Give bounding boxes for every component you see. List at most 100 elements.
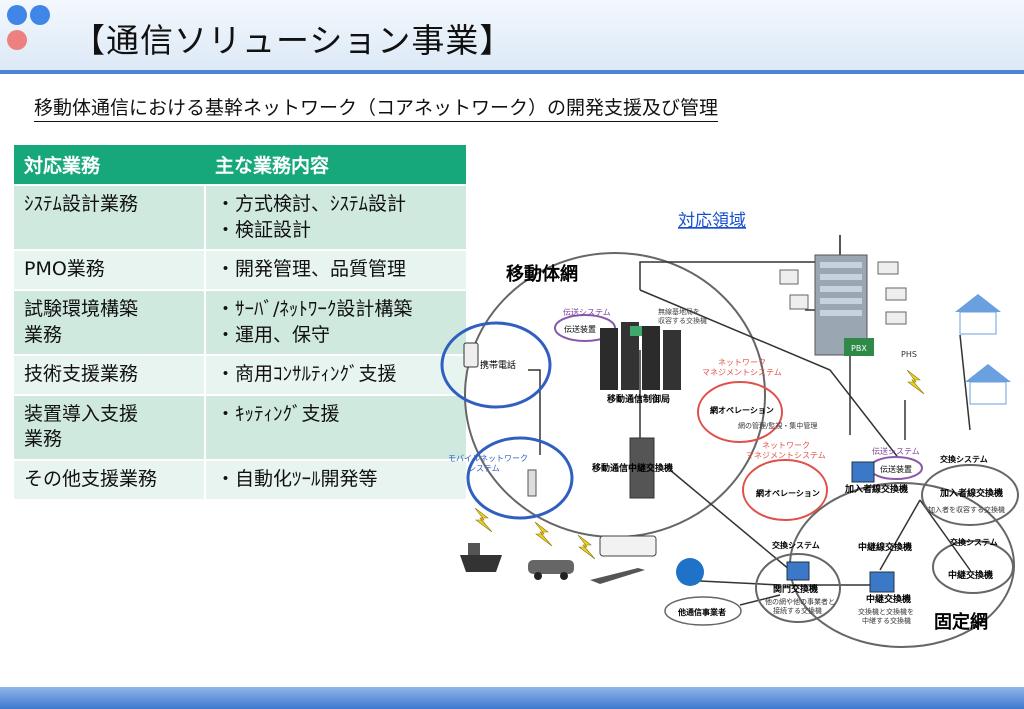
task-cell: 装置導入支援業務 [14, 393, 206, 461]
airplane-icon [590, 568, 645, 584]
phs-label: PHS [901, 350, 917, 359]
mobile-network-label: 移動体網 [506, 263, 578, 285]
nms-label-2: ネットワークマネジメントシステム [746, 441, 826, 460]
content-line: ・方式検討、ｼｽﾃﾑ設計 [216, 193, 407, 215]
switching-system-label-2: 交換システム [950, 537, 998, 547]
content-line: ・運用、保守 [216, 323, 331, 346]
nms-label-1: ネットワークマネジメントシステム [702, 358, 782, 377]
tandem-switch-label: 中継線交換機 [858, 541, 912, 553]
blue-dot-icon [30, 5, 50, 25]
building-window [820, 286, 862, 292]
phone-icon [885, 287, 907, 301]
building-window [820, 274, 862, 280]
subscriber-note: 加入者を収容する交換機 [928, 505, 1005, 514]
nms-circle-1 [697, 381, 783, 443]
task-line: 装置導入支援 [24, 402, 139, 425]
table-row: 試験環境構築業務 ・ｻｰﾊﾞ/ﾈｯﾄﾜｰｸ設計構築・運用、保守 [14, 288, 466, 356]
pc-icon [779, 269, 799, 285]
server-rack [621, 322, 639, 390]
task-cell: 試験環境構築業務 [14, 288, 206, 356]
task-cell: PMO業務 [14, 249, 206, 290]
other-carrier-ellipse [664, 596, 742, 626]
column-header-content: 主な業務内容 [205, 145, 466, 185]
content-line: ・ｷｯﾃｨﾝｸﾞ支援 [216, 402, 340, 425]
gateway-switch-label: 関門交換機 [773, 583, 818, 595]
scope-label[interactable]: 対応領域 [678, 211, 746, 231]
house-icon [959, 311, 997, 335]
bus-icon [599, 535, 657, 557]
mobile-phone-circle [440, 321, 552, 409]
house-icon [969, 381, 1007, 405]
table-row: 技術支援業務 ・商用ｺﾝｻﾙﾃｨﾝｸﾞ支援 [14, 354, 466, 395]
car-wheel [534, 572, 542, 580]
content-cell: ・開発管理、品質管理 [205, 249, 466, 290]
relay-switch-circle [932, 540, 1014, 594]
table-row: PMO業務 ・開発管理、品質管理 [14, 249, 466, 290]
task-line: 試験環境構築 [24, 297, 139, 320]
link-line [669, 469, 791, 571]
lightning-icons [474, 369, 925, 560]
task-line: ｼｽﾃﾑ設計業務 [24, 193, 139, 215]
antenna-icon [527, 469, 537, 497]
router-icon [630, 326, 642, 336]
content-line: ・自動化ﾂｰﾙ開発等 [216, 468, 378, 491]
switching-system-circle [921, 464, 1019, 526]
car-wheel [560, 572, 568, 580]
blue-dot-icon [7, 5, 27, 25]
business-table: 対応業務 主な業務内容 ｼｽﾃﾑ設計業務 ・方式検討、ｼｽﾃﾑ設計・検証設計 P… [14, 145, 466, 499]
pc-icon [789, 294, 809, 310]
connection-lines [528, 250, 971, 606]
table-row: 装置導入支援業務 ・ｷｯﾃｨﾝｸﾞ支援 [14, 393, 466, 461]
net-operation-1: 網オペレーション [710, 405, 774, 415]
ship-cabin [468, 543, 480, 555]
page-title: 【通信ソリューション事業】 [72, 21, 514, 60]
task-cell: その他支援業務 [14, 459, 206, 499]
lightning-icon [577, 534, 596, 560]
subscriber-switch-label: 加入者線交換機 [844, 483, 908, 495]
link-line [739, 594, 781, 606]
link-line [919, 499, 971, 571]
relay-switch-right-label: 中継交換機 [948, 569, 993, 581]
control-station-servers [600, 322, 681, 390]
relay-switch-label: 移動通信中継交換機 [592, 462, 673, 474]
office-equipment [779, 261, 907, 325]
switching-system-label-3: 交換システム [772, 540, 820, 550]
page-subtitle: 移動体通信における基幹ネットワーク（コアネットワーク）の開発支援及び管理 [34, 93, 719, 122]
house-roof [955, 294, 1001, 312]
transmission-device-label: 伝送装置 [564, 324, 596, 334]
nms-note: 網の管理/監視・集中管理 [738, 421, 817, 430]
content-cell: ・ｻｰﾊﾞ/ﾈｯﾄﾜｰｸ設計構築・運用、保守 [205, 288, 466, 356]
pbx-label: PBX [851, 344, 867, 353]
link-line [639, 250, 841, 290]
gateway-circle [755, 553, 841, 623]
office-building [814, 235, 868, 356]
link-line [528, 369, 541, 455]
relay-switch-label: 中継交換機 [866, 593, 911, 605]
content-line: ・検証設計 [216, 218, 312, 241]
task-cell: ｼｽﾃﾑ設計業務 [14, 183, 206, 251]
table-row: ｼｽﾃﾑ設計業務 ・方式検討、ｼｽﾃﾑ設計・検証設計 [14, 183, 466, 251]
table-row: その他支援業務 ・自動化ﾂｰﾙ開発等 [14, 459, 466, 499]
nms-circle-2 [742, 459, 828, 521]
car-icon [528, 560, 574, 574]
houses [955, 294, 1011, 405]
task-line: PMO業務 [24, 258, 105, 281]
fixed-network-label: 固定網 [934, 611, 988, 633]
globe-icon [676, 558, 704, 586]
column-header-task: 対応業務 [14, 145, 205, 185]
content-cell: ・ｷｯﾃｨﾝｸﾞ支援 [205, 393, 466, 461]
switch-icon [786, 561, 810, 581]
switch-icon [869, 571, 895, 593]
relay-note: 交換機と交換機を中継する交換機 [858, 607, 914, 625]
control-station-label: 移動通信制御局 [607, 393, 670, 405]
link-line [879, 499, 921, 571]
subscriber-switch-label-2: 加入者線交換機 [939, 487, 1003, 499]
relay-switch-server [629, 437, 655, 499]
ship-icon [460, 555, 502, 572]
content-line: ・開発管理、品質管理 [216, 258, 407, 281]
building-window [820, 310, 862, 316]
task-cell: 技術支援業務 [14, 354, 206, 395]
network-diagram: 対応領域 移動体網 固定網 伝送システム 伝送装置 無線基地局を収容する交換機 … [440, 211, 1019, 648]
footer-bar [0, 687, 1024, 709]
other-carrier-label: 他通信事業者 [677, 607, 726, 617]
